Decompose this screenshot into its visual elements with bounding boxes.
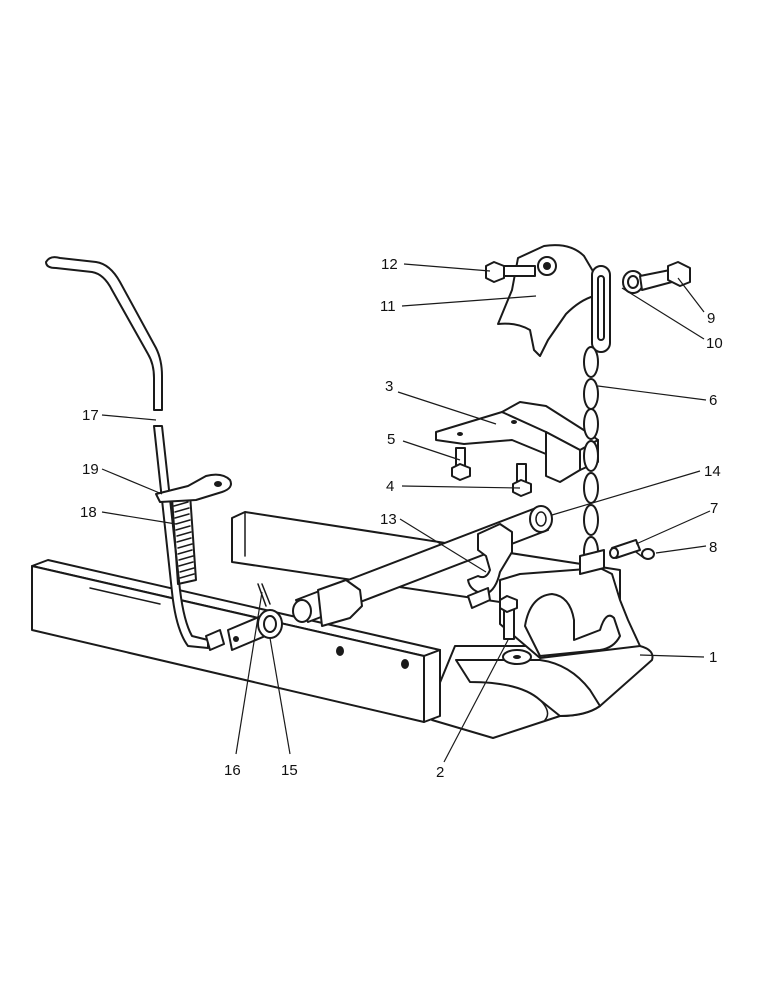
- mounting-plate-part-3: [435, 401, 599, 483]
- callout-16: 16: [224, 762, 241, 779]
- callout-13: 13: [380, 511, 397, 528]
- bolt-part-4: [512, 463, 532, 497]
- callout-5: 5: [387, 431, 395, 448]
- callout-10: 10: [706, 335, 723, 352]
- main-frame-rail: [31, 559, 441, 723]
- rail-hole: [401, 659, 409, 669]
- shaft-end: [292, 599, 312, 623]
- bolt-part-2: [499, 595, 518, 640]
- callout-14: 14: [704, 463, 721, 480]
- washer-part-15: [257, 609, 283, 639]
- callout-3: 3: [385, 378, 393, 395]
- plate-part-19: [155, 473, 232, 503]
- bolt-part-5: [451, 447, 471, 481]
- pin-part-7: [609, 539, 641, 559]
- leader-lines: [101, 263, 711, 763]
- callout-12: 12: [381, 256, 398, 273]
- callout-6: 6: [709, 392, 717, 409]
- clip-part-8: [635, 548, 655, 560]
- chain-part-6: [579, 265, 611, 575]
- base-skid-plate: [431, 645, 654, 739]
- hitch-casting: [499, 567, 641, 665]
- callout-7: 7: [710, 500, 718, 517]
- washer-part-10: [622, 270, 644, 294]
- callout-4: 4: [386, 478, 394, 495]
- shaft-bracket-left: [317, 579, 363, 627]
- rail-hole: [336, 646, 344, 656]
- callout-2: 2: [436, 764, 444, 781]
- bolt-part-12: [485, 261, 536, 283]
- collar-part-14: [529, 505, 553, 533]
- callout-19: 19: [82, 461, 99, 478]
- callout-15: 15: [281, 762, 298, 779]
- callout-8: 8: [709, 539, 717, 556]
- callout-9: 9: [707, 310, 715, 327]
- callout-1: 1: [709, 649, 717, 666]
- callout-18: 18: [80, 504, 97, 521]
- lever-rod: [45, 256, 232, 651]
- callout-17: 17: [82, 407, 99, 424]
- hook-part-13: [467, 523, 513, 609]
- top-bracket-part-11: [497, 244, 605, 357]
- callout-11: 11: [380, 298, 396, 315]
- bolt-part-9: [639, 261, 691, 291]
- callout-labels: 1 2 3 4 5 6 7 8 9 10 11 12 13 14 15 16 1…: [80, 256, 723, 781]
